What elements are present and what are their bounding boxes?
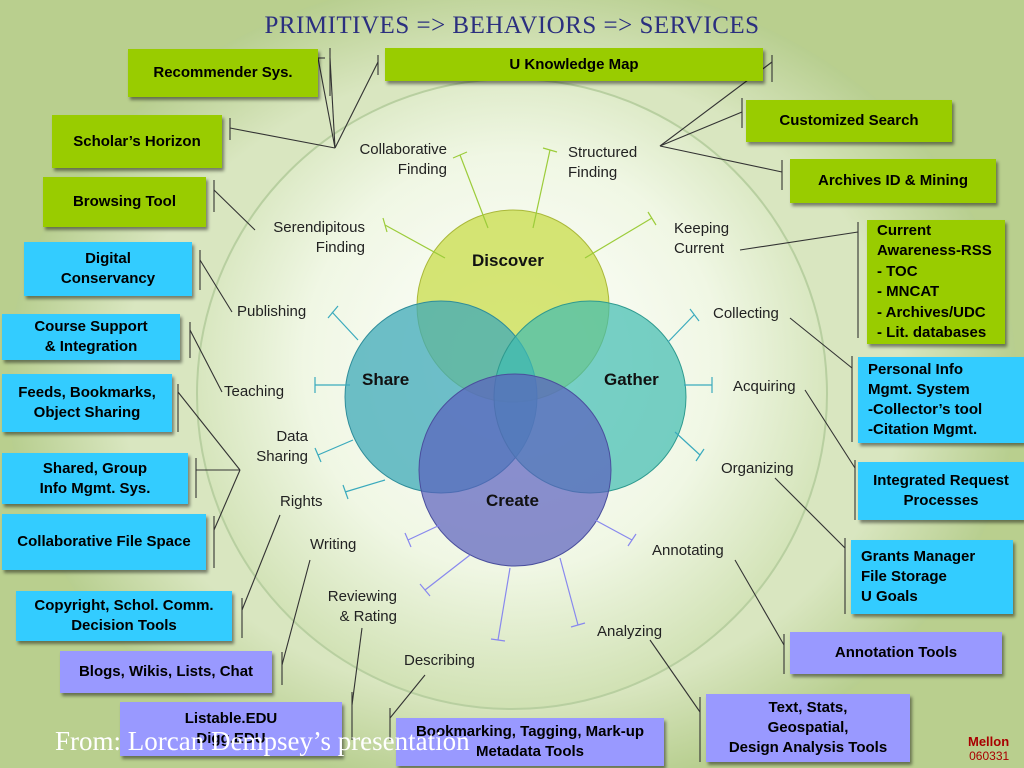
- venn-circles: [344, 209, 687, 567]
- service-current-awareness: Current Awareness-RSS - TOC - MNCAT - Ar…: [867, 220, 1005, 344]
- circle-label-gather: Gather: [604, 370, 659, 389]
- circle-label-share: Share: [362, 370, 410, 389]
- create-circle: [418, 373, 612, 567]
- mellon-logo: Mellon 060331: [968, 734, 1009, 764]
- service-collaborative-file-space: Collaborative File Space: [2, 514, 206, 570]
- service-grants-manager: Grants Manager File Storage U Goals: [851, 540, 1013, 614]
- service-listable: Listable.EDU Digg.EDU: [120, 702, 342, 756]
- service-browsing-tool: Browsing Tool: [43, 177, 206, 227]
- circle-label-create: Create: [486, 491, 539, 510]
- behavior-collecting: Collecting: [713, 305, 779, 322]
- logo-code: 060331: [969, 749, 1010, 763]
- service-annotation-tools: Annotation Tools: [790, 632, 1002, 674]
- behavior-keeping-current: Keeping Current: [674, 220, 730, 257]
- behavior-annotating: Annotating: [652, 542, 724, 559]
- service-shared-group-info: Shared, Group Info Mgmt. Sys.: [2, 453, 188, 504]
- behavior-acquiring: Acquiring: [733, 378, 796, 395]
- service-customized-search: Customized Search: [746, 100, 952, 142]
- behavior-writing: Writing: [310, 536, 357, 553]
- credit-caption: From: Lorcan Dempsey’s presentation: [55, 726, 470, 756]
- behavior-collaborative-finding: Collaborative Finding: [359, 141, 447, 178]
- behavior-analyzing: Analyzing: [597, 623, 663, 640]
- connector-lines: [177, 48, 859, 762]
- service-text-stats: Text, Stats, Geospatial, Design Analysis…: [706, 694, 910, 762]
- circle-label-discover: Discover: [472, 251, 544, 270]
- behavior-rights: Rights: [280, 493, 323, 510]
- service-feeds-bookmarks: Feeds, Bookmarks, Object Sharing: [2, 374, 172, 432]
- service-blogs-wikis: Blogs, Wikis, Lists, Chat: [60, 651, 272, 693]
- behavior-organizing: Organizing: [721, 460, 794, 477]
- behavior-teaching: Teaching: [224, 383, 285, 400]
- service-personal-info: Personal Info Mgmt. System -Collector’s …: [858, 357, 1024, 443]
- service-digital-conservancy: Digital Conservancy: [24, 242, 192, 296]
- service-recommender: Recommender Sys.: [128, 49, 318, 97]
- service-copyright: Copyright, Schol. Comm. Decision Tools: [16, 591, 232, 641]
- behavior-serendipitous-finding: Serendipitous Finding: [273, 219, 365, 256]
- behavior-structured-finding: Structured Finding: [568, 144, 638, 181]
- behavior-reviewing-rating: Reviewing & Rating: [327, 588, 397, 625]
- page-title: PRIMITIVES => BEHAVIORS => SERVICES: [264, 12, 760, 39]
- service-course-support: Course Support & Integration: [2, 314, 180, 360]
- service-integrated-request: Integrated Request Processes: [858, 462, 1024, 520]
- logo-name: Mellon: [968, 734, 1010, 749]
- spokes: [314, 147, 713, 642]
- behavior-describing: Describing: [404, 652, 475, 669]
- service-scholars-horizon: Scholar’s Horizon: [52, 115, 222, 168]
- behavior-publishing: Publishing: [237, 303, 307, 320]
- service-u-knowledge-map: U Knowledge Map: [385, 48, 763, 81]
- service-bookmarking: Bookmarking, Tagging, Mark-up Metadata T…: [396, 718, 664, 766]
- behavior-data-sharing: Data Sharing: [256, 428, 308, 465]
- service-archives-id-mining: Archives ID & Mining: [790, 159, 996, 203]
